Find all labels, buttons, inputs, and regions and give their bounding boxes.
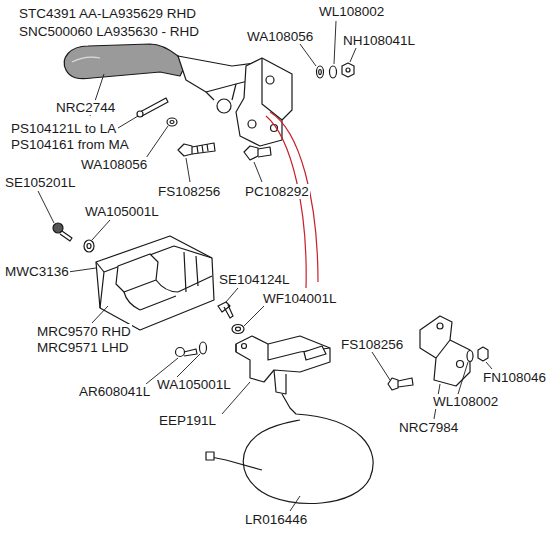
part-number: SE105201L	[4, 175, 77, 190]
part-number: STC4391 AA-LA935629 RHD	[18, 6, 197, 21]
part-number: PS104121L to LA	[10, 121, 117, 136]
part-number: WF104001L	[262, 291, 338, 306]
part-number: WA108056	[80, 157, 148, 172]
part-number: MWC3136	[4, 264, 70, 279]
part-number: NH108041L	[342, 33, 416, 48]
part-number: WA108056	[246, 29, 314, 44]
part-number: LR016446	[244, 512, 308, 527]
part-number: FN108046	[482, 370, 547, 385]
part-number: PC108292	[244, 184, 310, 199]
part-number: SE104124L	[218, 272, 291, 287]
part-number: WA105001L	[84, 204, 160, 219]
part-number: MRC9570 RHD	[36, 324, 132, 339]
part-number: NRC2744	[55, 100, 116, 115]
part-number: FS108256	[157, 184, 221, 199]
part-number: FS108256	[340, 337, 404, 352]
part-number: SNC500060 LA935630 - RHD	[18, 24, 200, 39]
part-number: WA105001L	[156, 377, 232, 392]
part-number: WL108002	[318, 4, 385, 19]
part-number: PS104161 from MA	[10, 137, 130, 152]
part-number: AR608041L	[78, 384, 151, 399]
part-number: MRC9571 LHD	[36, 340, 130, 355]
part-number: NRC7984	[398, 420, 459, 435]
part-number: WL108002	[432, 394, 499, 409]
part-number: EEP191L	[158, 413, 217, 428]
